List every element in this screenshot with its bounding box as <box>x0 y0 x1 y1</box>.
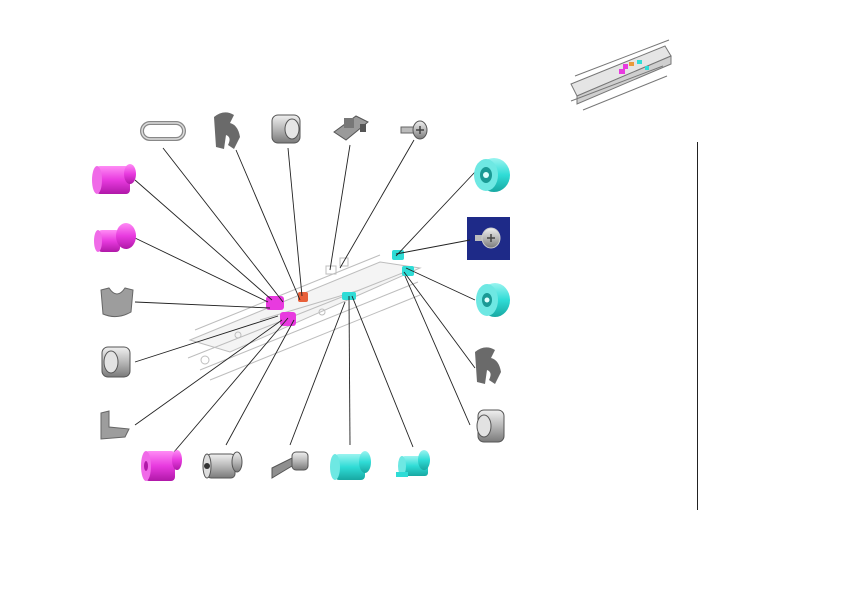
leader-bushing-2 <box>134 315 279 363</box>
leader-bracket-1 <box>329 144 351 271</box>
magenta-roller-part-2[interactable] <box>94 223 136 252</box>
leader-bracket-3 <box>289 301 346 446</box>
bracket-part-3[interactable] <box>271 451 309 479</box>
leader-u-clip <box>134 301 271 309</box>
u-clip-part[interactable] <box>100 287 134 318</box>
leader-cyan-roller-1 <box>348 295 351 446</box>
panel-divider <box>697 142 698 510</box>
gray-roller-part[interactable] <box>202 451 243 479</box>
leader-gray-roller <box>225 319 295 446</box>
leader-cyan-gear <box>351 295 414 448</box>
hook-clip-part-1[interactable] <box>214 112 240 149</box>
cyan-pulley-part-2[interactable] <box>476 283 510 317</box>
leader-lines <box>134 139 476 453</box>
cyan-roller-part-1[interactable] <box>330 451 371 480</box>
assembly-thumbnail[interactable] <box>553 6 680 136</box>
leader-bracket-2 <box>134 319 283 426</box>
belt-loop-part[interactable] <box>140 121 186 141</box>
bushing-part-2[interactable] <box>101 346 131 378</box>
leader-selected-screw <box>395 239 471 255</box>
bracket-part-2[interactable] <box>100 410 130 440</box>
screw-part[interactable] <box>400 120 428 140</box>
central-assembly <box>187 250 422 381</box>
leader-bushing-1 <box>287 147 303 297</box>
leader-belt-loop <box>162 147 284 303</box>
leader-screw <box>339 139 415 269</box>
leader-magenta-roller-1 <box>134 179 273 301</box>
leader-hook-clip-1 <box>235 149 301 301</box>
selected-screw-part[interactable] <box>475 227 501 249</box>
hook-clip-part-2[interactable] <box>475 347 501 384</box>
cyan-pulley-part-1[interactable] <box>474 158 510 192</box>
leader-magenta-roller-3 <box>173 317 289 453</box>
leader-cyan-pulley-2 <box>405 267 476 301</box>
bushing-part-1[interactable] <box>271 114 301 144</box>
cyan-gear-part-1[interactable] <box>396 450 430 477</box>
leader-cyan-pulley-1 <box>395 171 476 257</box>
magenta-roller-part-1[interactable] <box>92 164 136 194</box>
leader-bushing-3 <box>404 275 471 426</box>
leader-hook-clip-2 <box>403 271 476 369</box>
magenta-roller-part-3[interactable] <box>141 450 182 481</box>
leader-magenta-roller-2 <box>134 237 269 303</box>
bushing-part-3[interactable] <box>476 409 505 443</box>
bracket-part-1[interactable] <box>333 115 369 141</box>
